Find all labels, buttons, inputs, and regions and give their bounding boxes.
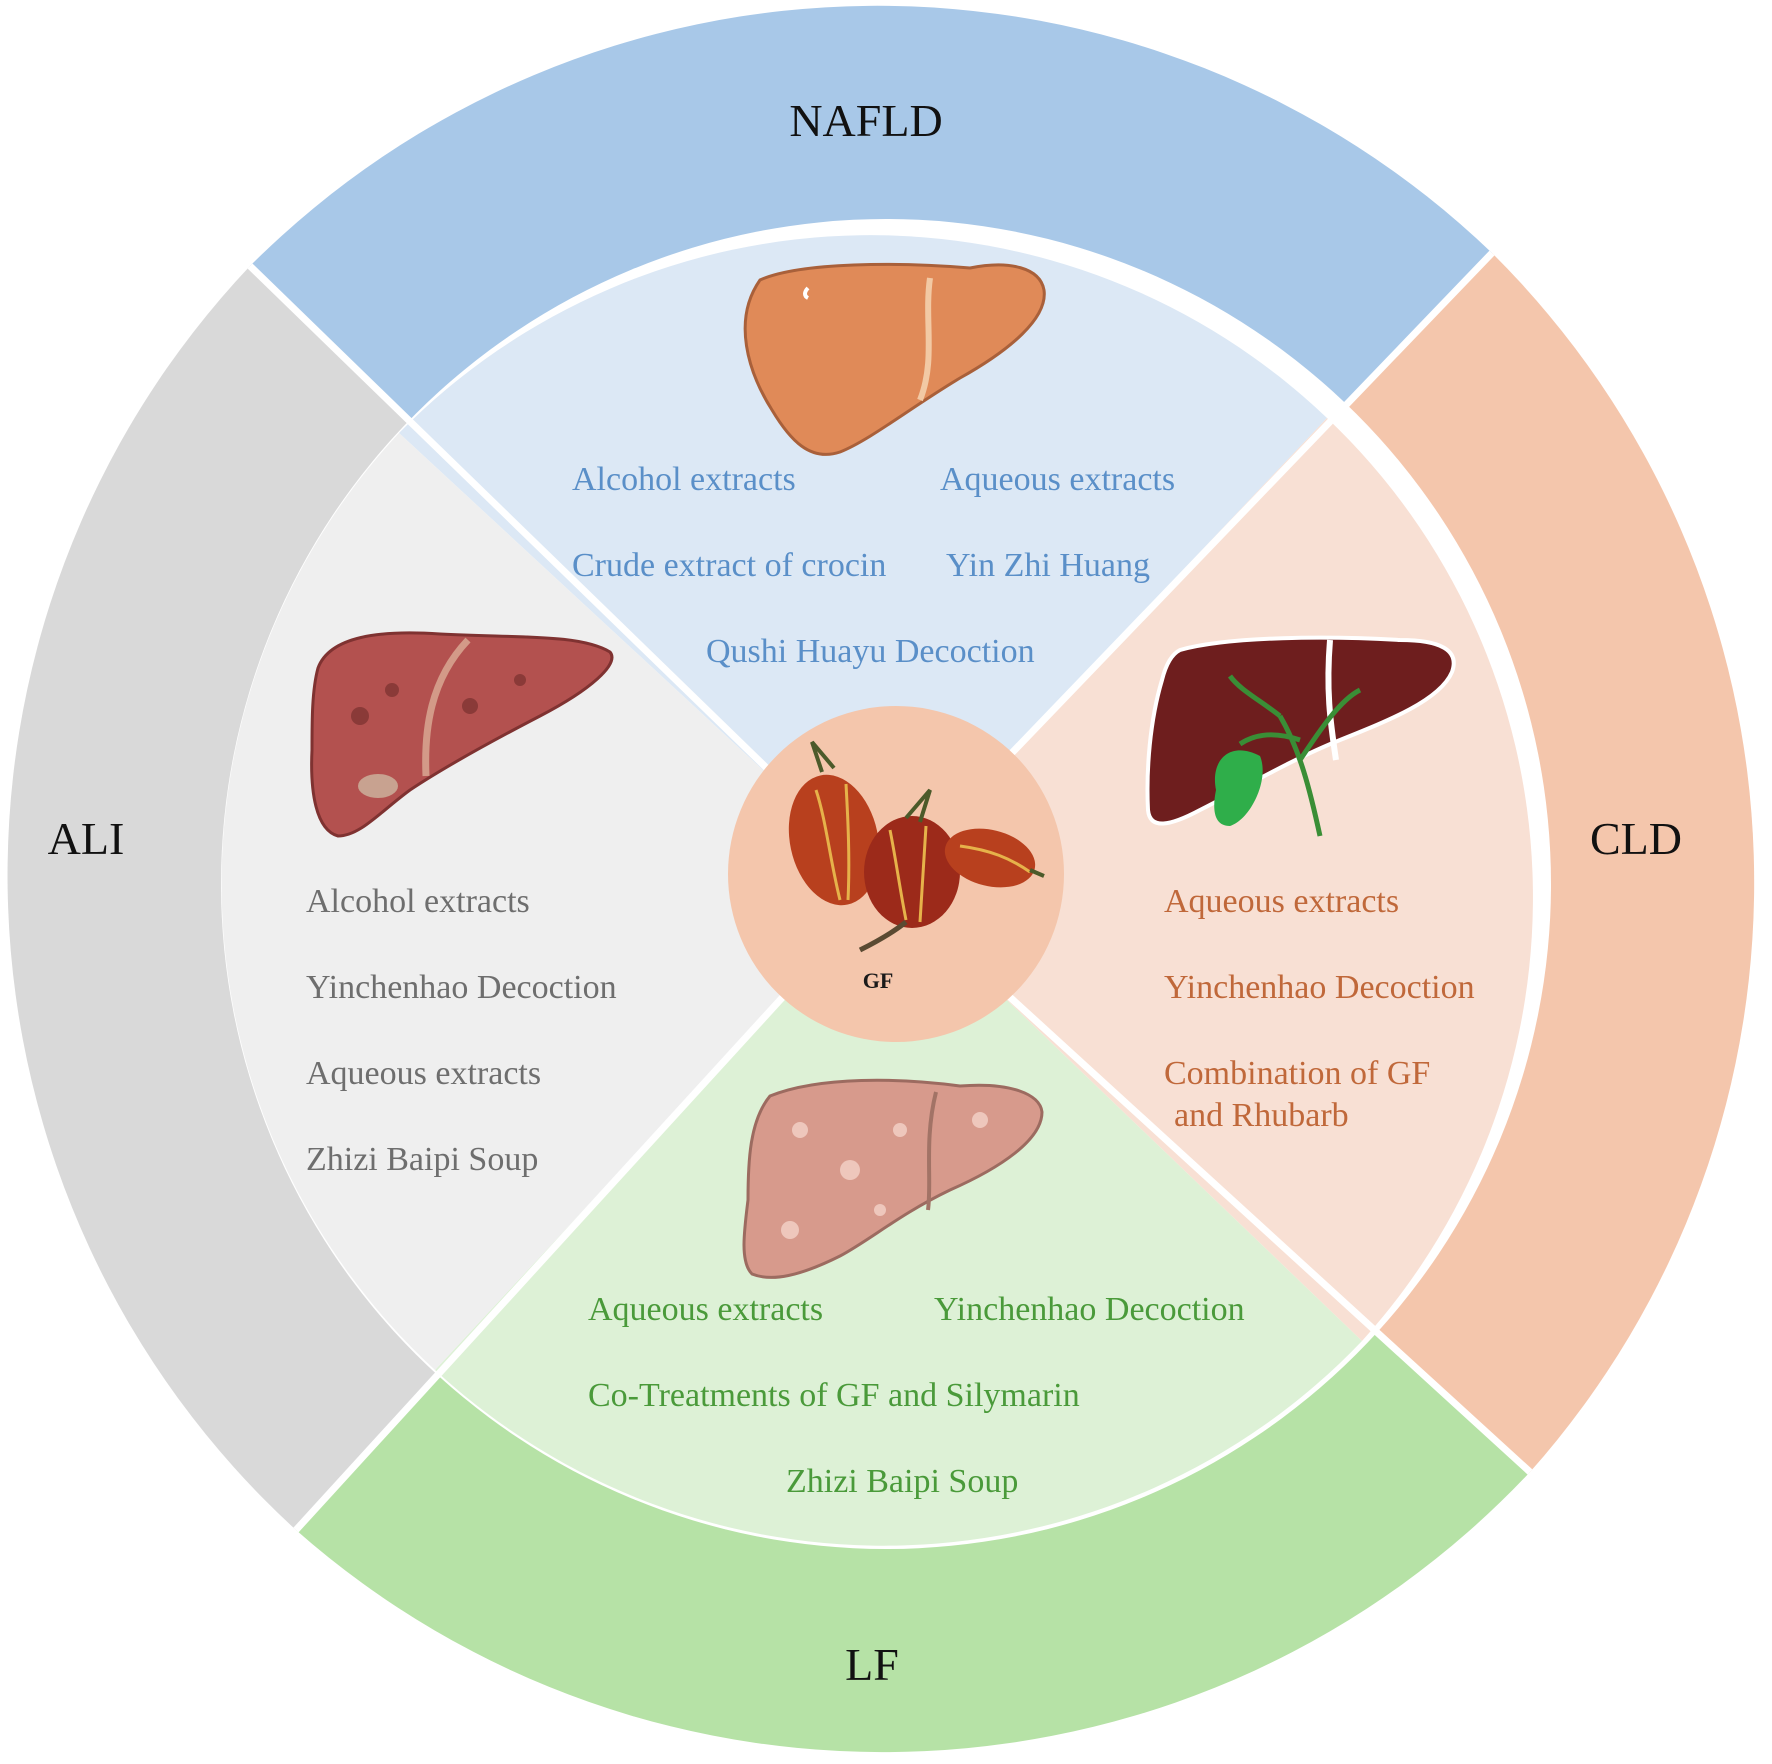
cld-item: and Rhubarb bbox=[1174, 1097, 1349, 1134]
ali-item: Alcohol extracts bbox=[306, 883, 530, 920]
nafld-inner-segment bbox=[399, 235, 1327, 884]
ali-item: Zhizi Baipi Soup bbox=[306, 1141, 538, 1178]
fibrotic-liver-icon bbox=[742, 1078, 1044, 1279]
cld-item: Combination of GF bbox=[1164, 1055, 1430, 1092]
cholestatic-liver-icon bbox=[1145, 635, 1456, 837]
cld-title: CLD bbox=[1590, 813, 1682, 864]
nafld-title: NAFLD bbox=[789, 95, 942, 146]
ali-item: Aqueous extracts bbox=[306, 1055, 541, 1092]
injured-liver-icon bbox=[310, 631, 614, 838]
lf-item: Zhizi Baipi Soup bbox=[786, 1463, 1018, 1500]
ali-title: ALI bbox=[48, 813, 125, 864]
gardenia-fruit-icon bbox=[788, 740, 1045, 953]
nafld-item: Aqueous extracts bbox=[940, 461, 1175, 498]
nafld-item: Crude extract of crocin bbox=[572, 547, 886, 584]
lf-item: Yinchenhao Decoction bbox=[934, 1291, 1245, 1328]
cld-item: Aqueous extracts bbox=[1164, 883, 1399, 920]
cld-items: Aqueous extracts Yinchenhao Decoction Co… bbox=[1164, 883, 1475, 1134]
nafld-items: Alcohol extracts Aqueous extracts Crude … bbox=[572, 461, 1175, 670]
lf-item: Aqueous extracts bbox=[588, 1291, 823, 1328]
nafld-item: Yin Zhi Huang bbox=[946, 547, 1150, 584]
lf-items: Aqueous extracts Yinchenhao Decoction Co… bbox=[588, 1291, 1245, 1500]
nafld-item: Alcohol extracts bbox=[572, 461, 796, 498]
lf-title: LF bbox=[845, 1639, 899, 1690]
ali-items: Alcohol extracts Yinchenhao Decoction Aq… bbox=[306, 883, 617, 1178]
cld-item: Yinchenhao Decoction bbox=[1164, 969, 1475, 1006]
lf-item: Co-Treatments of GF and Silymarin bbox=[588, 1377, 1080, 1414]
healthy-liver-icon bbox=[743, 262, 1046, 456]
center-label: GF bbox=[863, 968, 894, 993]
ali-item: Yinchenhao Decoction bbox=[306, 969, 617, 1006]
nafld-item: Qushi Huayu Decoction bbox=[706, 633, 1035, 670]
